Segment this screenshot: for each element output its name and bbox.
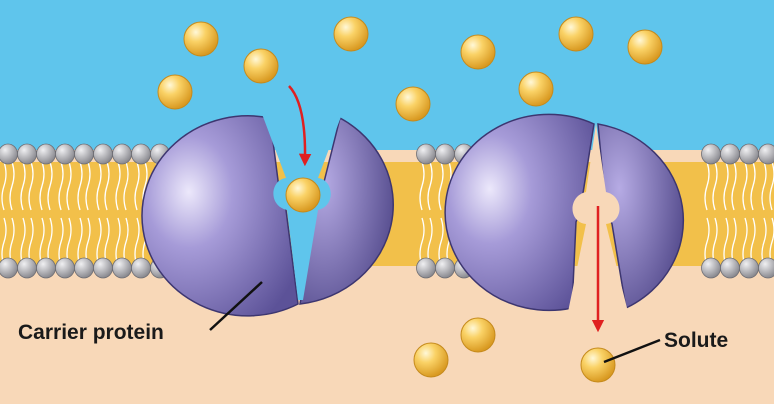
solute-leader-line xyxy=(603,338,661,364)
lipid-head xyxy=(0,257,18,279)
solute-molecule-icon xyxy=(460,317,496,353)
lipid-head xyxy=(739,143,759,165)
protein-half-right xyxy=(597,123,685,310)
lipid-tail xyxy=(20,161,26,211)
lipid-tail xyxy=(39,161,45,211)
lipid-tail xyxy=(123,161,129,211)
lipid-head xyxy=(435,257,455,279)
solute-molecule-icon xyxy=(243,48,279,84)
lipid-tail xyxy=(28,161,34,211)
lipid-head xyxy=(74,257,94,279)
transport-arrow-in xyxy=(288,85,312,167)
lipid-head xyxy=(55,257,75,279)
lipid-tail xyxy=(704,217,710,267)
lipid-tail xyxy=(1,217,7,267)
lipid-tail xyxy=(742,217,748,267)
solute-molecule-icon xyxy=(413,342,449,378)
solute-molecule-icon xyxy=(518,71,554,107)
lipid-tail xyxy=(66,161,72,211)
lipid-head xyxy=(416,257,436,279)
lipid-head xyxy=(55,143,75,165)
lipid-tail xyxy=(1,161,7,211)
protein-half-left xyxy=(141,115,299,317)
solute-molecule-icon xyxy=(183,21,219,57)
lipid-head xyxy=(416,143,436,165)
lipid-head xyxy=(36,257,56,279)
solute-molecule-icon xyxy=(580,347,616,383)
lipid-head xyxy=(720,143,740,165)
lipid-head xyxy=(701,143,721,165)
lipid-tail xyxy=(761,161,767,211)
lipid-tail xyxy=(419,217,425,267)
solute-molecule-icon xyxy=(395,86,431,122)
lipid-head xyxy=(720,257,740,279)
lipid-tail xyxy=(731,161,737,211)
lipid-head xyxy=(17,257,37,279)
lipid-head xyxy=(17,143,37,165)
carrier-protein-open-outside xyxy=(141,114,394,317)
lipid-tail xyxy=(134,161,140,211)
lipid-tail xyxy=(39,217,45,267)
lipid-tail xyxy=(761,217,767,267)
lipid-tail xyxy=(20,217,26,267)
lipid-tail xyxy=(58,161,64,211)
carrier-protein-leader-line xyxy=(209,281,263,331)
lipid-head xyxy=(112,143,132,165)
carrier-protein-label: Carrier protein xyxy=(18,321,164,344)
lipid-tail xyxy=(58,217,64,267)
solute-molecule-icon xyxy=(157,74,193,110)
solute-molecules xyxy=(157,16,663,383)
lipid-head xyxy=(0,143,18,165)
lipid-tail xyxy=(96,161,102,211)
lipid-head xyxy=(131,143,151,165)
lipid-head xyxy=(112,257,132,279)
lipid-head xyxy=(93,257,113,279)
lipid-tail xyxy=(723,217,729,267)
lipid-head xyxy=(93,143,113,165)
protein-half-left xyxy=(444,113,595,312)
lipid-head xyxy=(758,143,774,165)
solute-molecule-icon xyxy=(460,34,496,70)
lipid-tail xyxy=(438,161,444,211)
lipid-tail xyxy=(96,217,102,267)
lipid-tail xyxy=(419,161,425,211)
lipid-tail xyxy=(115,217,121,267)
lipid-head xyxy=(74,143,94,165)
lipid-tail xyxy=(723,161,729,211)
solute-molecule-icon xyxy=(627,29,663,65)
lipid-tail xyxy=(9,161,15,211)
lipid-head xyxy=(36,143,56,165)
lipid-tail xyxy=(134,217,140,267)
lipid-tail xyxy=(742,161,748,211)
solute-molecule-icon xyxy=(285,177,321,213)
lipid-tail xyxy=(438,217,444,267)
lipid-tail xyxy=(77,217,83,267)
lipid-tail xyxy=(47,161,53,211)
lipid-tail xyxy=(427,161,433,211)
lipid-head xyxy=(739,257,759,279)
lipid-head xyxy=(701,257,721,279)
protein-half-right xyxy=(299,116,394,305)
lipid-tail xyxy=(85,161,91,211)
solute-label: Solute xyxy=(664,329,729,352)
solute-molecule-icon xyxy=(558,16,594,52)
lipid-head xyxy=(435,143,455,165)
extracellular-space xyxy=(0,0,774,150)
lipid-tail xyxy=(77,161,83,211)
lipid-head xyxy=(758,257,774,279)
lipid-tail xyxy=(104,161,110,211)
lipid-tail xyxy=(115,161,121,211)
lipid-tail xyxy=(704,161,710,211)
lipid-head xyxy=(131,257,151,279)
lipid-tail xyxy=(750,161,756,211)
solute-molecule-icon xyxy=(333,16,369,52)
lipid-tail xyxy=(712,161,718,211)
